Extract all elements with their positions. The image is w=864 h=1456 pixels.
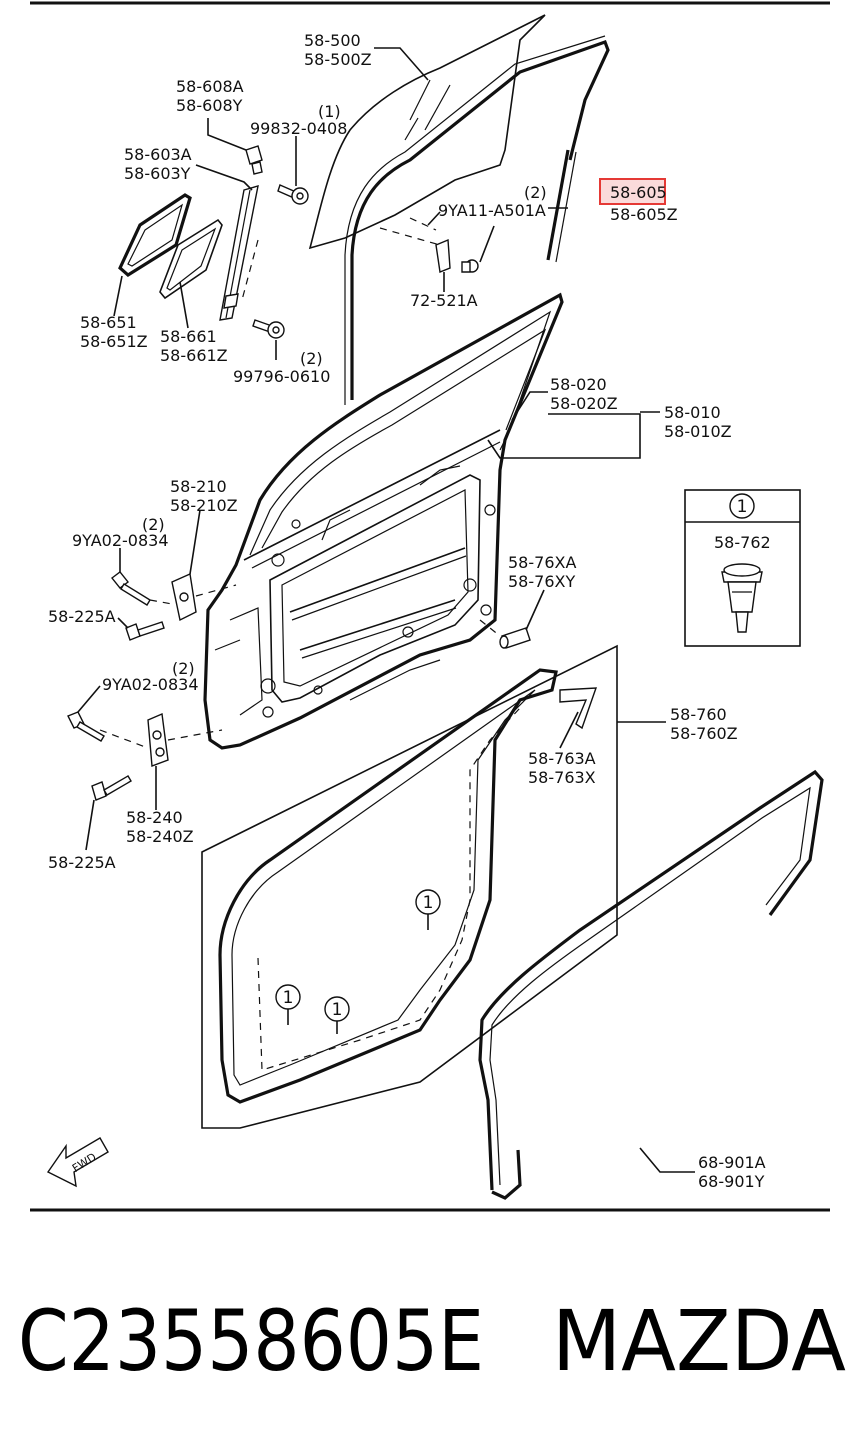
label-58-605z: 58-605Z [610,205,678,224]
trim-piece-58-763 [559,687,598,730]
label-58-225a-top: 58-225A [48,607,116,626]
label-58-020: 58-020 [550,375,607,394]
label-58-010: 58-010 [664,403,721,422]
label-58-763x: 58-763X [528,768,596,787]
clip-58-608 [245,145,263,175]
door-glass [308,14,546,250]
door-panel [203,292,564,750]
label-68-901y: 68-901Y [698,1172,765,1191]
upper-hinge-bolt [111,571,173,606]
footer-part-number: C23558605E [18,1292,484,1390]
label-58-608y: 58-608Y [176,96,243,115]
glass-run-channel [344,35,610,405]
label-58-240: 58-240 [126,808,183,827]
label-58-500: 58-500 [304,31,361,50]
label-58-603a: 58-603A [124,145,192,164]
label-58-210z: 58-210Z [170,496,238,515]
label-68-901a: 68-901A [698,1153,766,1172]
callout-box-number: 1 [737,497,748,517]
vertical-sash [219,185,259,321]
plug-58-76x [479,619,531,649]
leader-lines [77,47,695,1173]
label-58-651: 58-651 [80,313,137,332]
label-9ya02-bot: 9YA02-0834 [102,675,199,694]
upper-hinge-bolt-lower [125,621,165,641]
bolt-99832 [277,184,309,205]
label-58-603y: 58-603Y [124,164,191,183]
label-58-500z: 58-500Z [304,50,372,69]
run-channel-rear [546,149,577,263]
door-weatherstrip [218,668,558,1104]
lower-hinge [99,712,223,767]
label-9ya11: 9YA11-A501A [438,201,546,220]
opening-seal [478,769,824,1200]
lower-hinge-bolt [67,711,105,742]
label-99796: 99796-0610 [233,367,330,386]
upper-hinge [171,572,237,622]
highlight-box-58-605 [599,178,666,205]
label-58-661: 58-661 [160,327,217,346]
label-9ya02-top: 9YA02-0834 [72,531,169,550]
footer-brand: MAZDA [552,1292,846,1390]
fwd-arrow-icon [46,1137,109,1188]
qty-99832: (1) [318,102,341,121]
weatherstrip-box [201,644,618,1129]
label-58-661z: 58-661Z [160,346,228,365]
glass-bracket [379,217,479,273]
bolt-99796 [252,319,285,339]
label-58-608a: 58-608A [176,77,244,96]
label-58-605: 58-605 [610,183,667,202]
label-58-020z: 58-020Z [550,394,618,413]
label-58-760: 58-760 [670,705,727,724]
label-99832: 99832-0408 [250,119,347,138]
quarter-seal-inner [159,218,223,300]
marker-1-b: 1 [283,988,294,1008]
label-58-76xy: 58-76XY [508,572,575,591]
qty-9ya02-bot: (2) [172,659,195,678]
qty-9ya11: (2) [524,183,547,202]
lower-hinge-bolt-2 [91,775,132,801]
marker-circles [275,889,441,1022]
clip-callout-box [684,489,801,647]
qty-9ya02-top: (2) [142,515,165,534]
qty-99796: (2) [300,349,323,368]
label-58-760z: 58-760Z [670,724,738,743]
label-58-651z: 58-651Z [80,332,148,351]
label-72-521a: 72-521A [410,291,478,310]
label-58-76xa: 58-76XA [508,553,576,572]
marker-1-a: 1 [423,893,434,913]
quarter-seal-outer [118,193,192,277]
label-58-010z: 58-010Z [664,422,732,441]
label-58-225a-bot: 58-225A [48,853,116,872]
marker-1-c: 1 [332,1000,343,1020]
label-58-210: 58-210 [170,477,227,496]
label-58-240z: 58-240Z [126,827,194,846]
label-58-762: 58-762 [714,533,771,552]
label-58-763a: 58-763A [528,749,596,768]
